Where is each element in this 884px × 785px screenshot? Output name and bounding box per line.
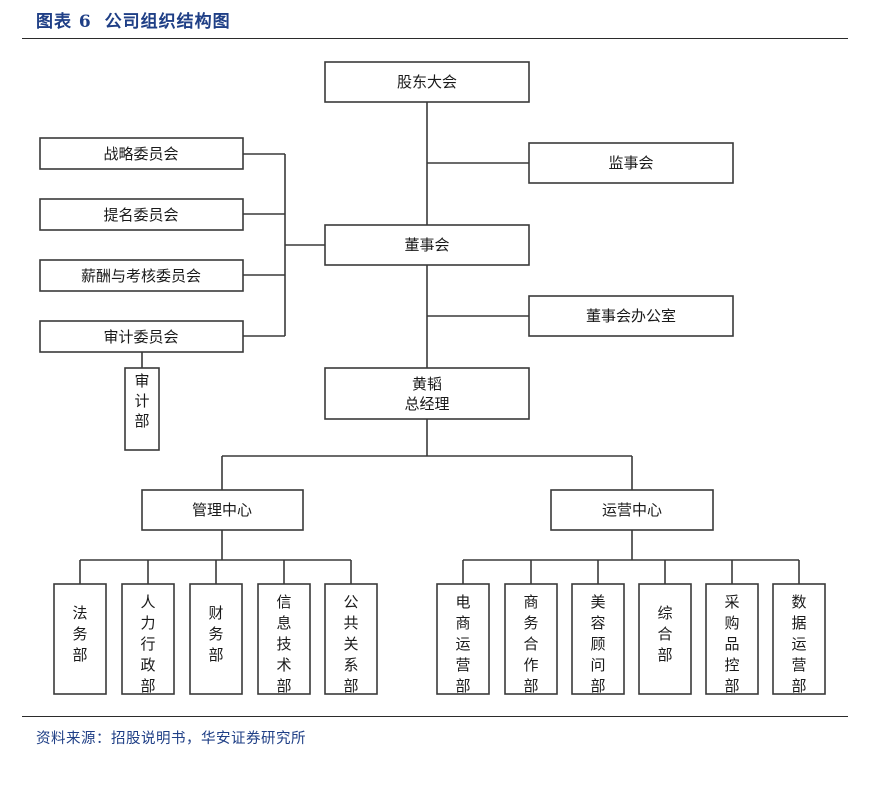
box-board: 董事会 <box>324 224 530 266</box>
box-mgmt-dept-hr: 人力行政部 <box>121 583 175 695</box>
label-board: 董事会 <box>404 236 449 254</box>
box-mgmt-center: 管理中心 <box>141 489 304 531</box>
box-supervisors: 监事会 <box>528 142 734 184</box>
source-note: 资料来源：招股说明书，华安证券研究所 <box>36 731 306 747</box>
box-committee-strategy: 战略委员会 <box>39 137 244 170</box>
label-supervisors: 监事会 <box>608 154 653 172</box>
box-ops-dept-beauty: 美容顾问部 <box>571 583 625 695</box>
label-committee: 审计委员会 <box>103 328 178 346</box>
label-audit-dept: 审计部 <box>134 372 149 430</box>
label-ops-dept: 电商运营部 <box>455 593 470 695</box>
label-ops-center: 运营中心 <box>602 501 662 519</box>
box-ops-dept-general: 综合部 <box>638 583 692 695</box>
bottom-divider <box>22 716 848 717</box>
label-ops-dept: 美容顾问部 <box>590 593 605 695</box>
label-mgmt-dept: 人力行政部 <box>140 593 155 695</box>
label-committee: 薪酬与考核委员会 <box>81 267 201 285</box>
label-committee: 提名委员会 <box>103 206 178 224</box>
box-ops-center: 运营中心 <box>550 489 714 531</box>
label-committee: 战略委员会 <box>103 145 178 163</box>
figure-number: 图表 6 <box>36 12 92 32</box>
label-mgmt-center: 管理中心 <box>192 501 252 519</box>
label-gm-title: 总经理 <box>404 395 449 413</box>
box-mgmt-dept-finance: 财务部 <box>189 583 243 695</box>
box-audit-dept: 审计部 <box>124 367 160 451</box>
label-mgmt-dept: 法务部 <box>72 604 87 664</box>
top-divider <box>22 38 848 39</box>
box-general-manager: 黄韬 总经理 <box>324 367 530 420</box>
box-ops-dept-data: 数据运营部 <box>772 583 826 695</box>
box-shareholders: 股东大会 <box>324 61 530 103</box>
label-gm-name: 黄韬 <box>412 375 442 393</box>
box-mgmt-dept-pr: 公共关系部 <box>324 583 378 695</box>
box-ops-dept-business: 商务合作部 <box>504 583 558 695</box>
label-board-office: 董事会办公室 <box>586 307 676 325</box>
figure-caption: 图表 6 公司组织结构图 <box>36 7 237 32</box>
label-ops-dept: 采购品控部 <box>724 593 739 695</box>
label-ops-dept: 综合部 <box>657 604 672 664</box>
box-committee-audit: 审计委员会 <box>39 320 244 353</box>
label-ops-dept: 商务合作部 <box>523 593 538 695</box>
connector-lines <box>79 102 800 584</box>
label-mgmt-dept: 财务部 <box>208 604 223 664</box>
box-mgmt-dept-legal: 法务部 <box>53 583 107 695</box>
label-ops-dept: 数据运营部 <box>791 593 806 695</box>
box-ops-dept-ecommerce: 电商运营部 <box>436 583 490 695</box>
label-shareholders: 股东大会 <box>397 73 457 91</box>
figure-title: 公司组织结构图 <box>104 12 231 32</box>
box-committee-nomination: 提名委员会 <box>39 198 244 231</box>
box-committee-compensation: 薪酬与考核委员会 <box>39 259 244 292</box>
box-board-office: 董事会办公室 <box>528 295 734 337</box>
box-mgmt-dept-it: 信息技术部 <box>257 583 311 695</box>
label-mgmt-dept: 信息技术部 <box>276 593 291 695</box>
box-ops-dept-procurement: 采购品控部 <box>705 583 759 695</box>
label-mgmt-dept: 公共关系部 <box>343 593 358 695</box>
